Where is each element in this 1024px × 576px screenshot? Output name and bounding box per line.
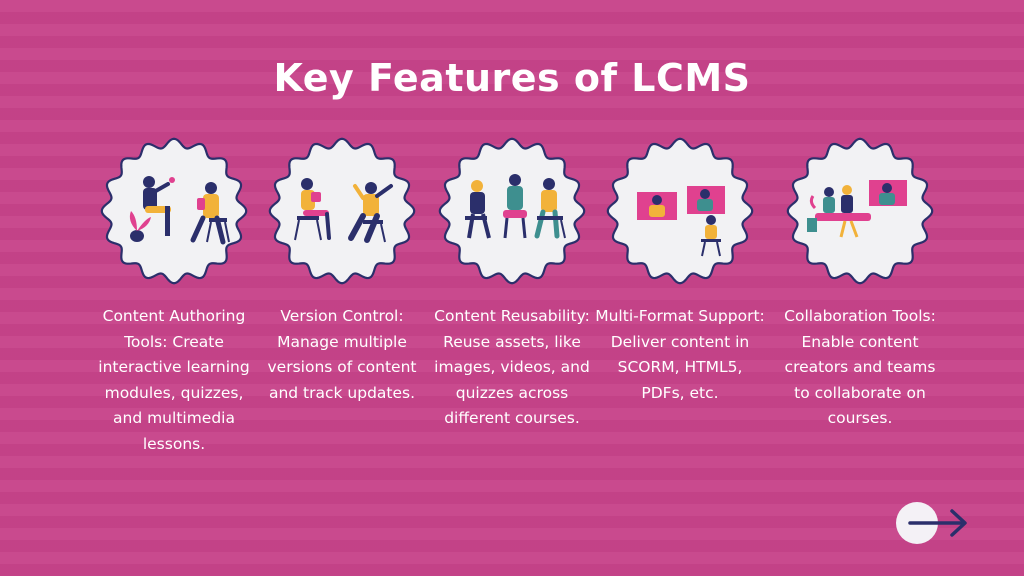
feature-badge [267,136,417,286]
page-title: Key Features of LCMS [273,56,751,100]
two-people-talking-illustration [268,137,416,285]
group-discussion-illustration [438,137,586,285]
people-chatting-illustration [100,137,248,285]
arrow-right-icon [908,509,967,537]
feature-badge [99,136,249,286]
video-call-illustration [606,137,754,285]
feature-badge [605,136,755,286]
feature-badge [437,136,587,286]
feature-description: Content Reusability: Reuse assets, like … [434,307,590,427]
team-meeting-illustration [786,137,934,285]
feature-description: Version Control: Manage multiple version… [267,307,417,402]
feature-description: Collaboration Tools: Enable content crea… [784,307,936,427]
feature-badge [785,136,935,286]
feature-description: Content Authoring Tools: Create interact… [98,307,250,453]
next-slide-button[interactable] [896,502,972,544]
feature-description: Multi-Format Support: Deliver content in… [595,307,765,402]
